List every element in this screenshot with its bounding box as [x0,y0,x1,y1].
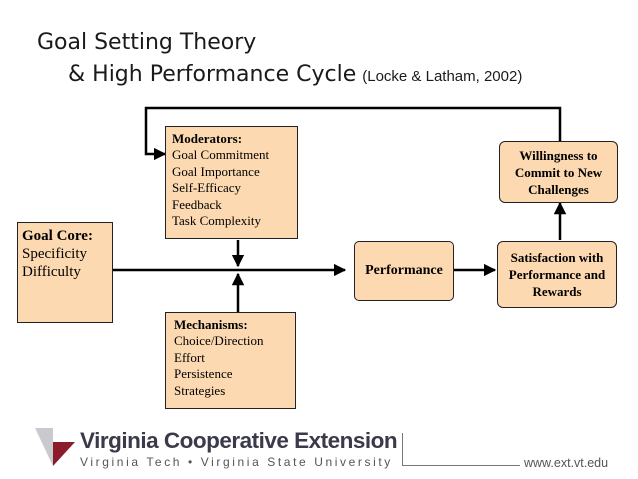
mechanism-item: Choice/Direction [174,333,264,348]
footer-url: www.ext.vt.edu [524,456,609,470]
vce-logo-icon [35,428,75,466]
moderators-heading: Moderators: [172,131,243,146]
title-line-2-text: & High Performance Cycle [68,62,357,87]
mechanism-item: Persistence [174,366,233,381]
moderator-item: Task Complexity [172,213,262,228]
moderator-item: Goal Importance [172,163,260,179]
footer-subtitle: Virginia Tech • Virginia State Universit… [80,455,393,469]
footer-divider-vertical [402,433,403,466]
satisfaction-label: Satisfaction with Performance and Reward… [508,250,606,299]
goal-core-item: Difficulty [22,264,81,280]
moderator-item: Feedback [172,196,222,212]
goal-core-heading: Goal Core: [22,228,93,244]
performance-label: Performance [365,263,443,278]
title-line-1: Goal Setting Theory [37,30,257,55]
footer-divider-horizontal [402,465,520,466]
footer-brand: Virginia Cooperative Extension [80,428,398,453]
moderator-item: Self-Efficacy [172,180,242,195]
willingness-label: Willingness to Commit to New Challenges [514,147,603,197]
performance-box: Performance [354,241,454,301]
goal-core-box: Goal Core: Specificity Difficulty [17,222,113,323]
mechanisms-box: Mechanisms: Choice/Direction Effort Pers… [165,312,296,409]
mechanisms-heading: Mechanisms: [174,317,248,332]
citation: (Locke & Latham, 2002) [362,68,523,85]
arrow-feedback-loop [144,106,562,161]
satisfaction-box: Satisfaction with Performance and Reward… [497,241,617,308]
willingness-box: Willingness to Commit to New Challenges [499,141,618,203]
mechanism-item: Effort [174,349,205,365]
moderator-item: Goal Commitment [172,147,270,162]
title-line-2: & High Performance Cycle (Locke & Latham,… [68,62,522,87]
mechanism-item: Strategies [174,382,226,398]
moderators-box: Moderators: Goal Commitment Goal Importa… [165,126,298,239]
goal-core-item: Specificity [22,246,87,262]
